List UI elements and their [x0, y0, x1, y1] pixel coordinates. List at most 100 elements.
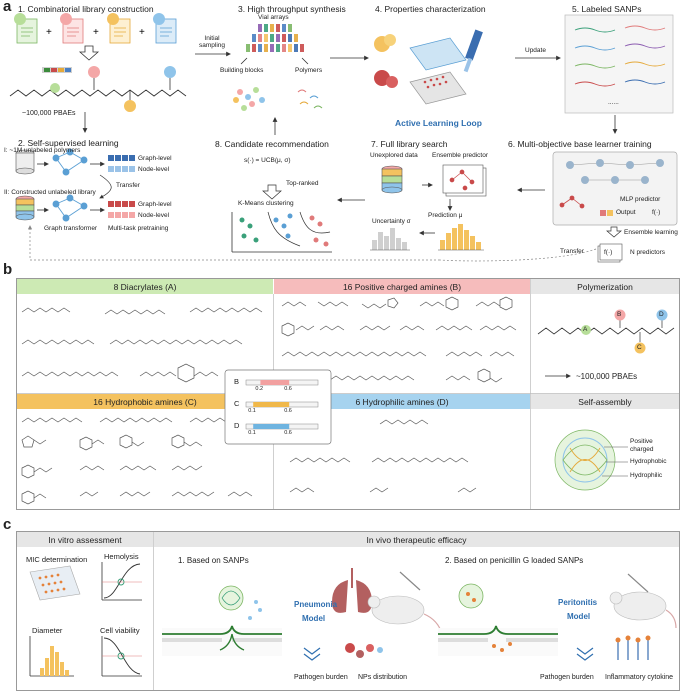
- step2-node-level-b: Node-level: [138, 212, 170, 219]
- step2-title: 2. Self-supervised learning: [18, 138, 119, 148]
- step7-ensemble: Ensemble predictor: [432, 152, 488, 159]
- mouse-icon-1: [367, 571, 443, 635]
- ratio-bar-high: 0.6: [284, 386, 292, 392]
- step2-graph-level: Graph-level: [138, 155, 172, 162]
- step6-npred: N predictors: [630, 249, 666, 256]
- step8-kmeans: K-Means clustering: [238, 200, 294, 207]
- ratio-bar-high: 0.6: [284, 430, 292, 436]
- sanp-particle-1: [218, 585, 244, 611]
- building-blocks-dots: [233, 87, 265, 111]
- membrane-2: [438, 625, 558, 656]
- panel-c-frame: [16, 531, 680, 691]
- step6-f2: f(·): [604, 249, 613, 256]
- step3-title: 3. High throughput synthesis: [238, 4, 346, 14]
- cell-viability-label: Cell viability: [100, 626, 140, 635]
- in-vitro-header: In vitro assessment: [17, 532, 153, 547]
- unexplored-database-icon: [381, 165, 403, 194]
- self-assembly-diagram: [554, 429, 628, 491]
- ratio-bar-high: 0.6: [284, 408, 292, 414]
- doc-b-icon: [62, 18, 84, 44]
- mic-plate: [29, 565, 81, 601]
- diameter-label: Diameter: [32, 626, 63, 635]
- svg-text:+: +: [93, 27, 99, 38]
- ratio-bar-fill: [253, 424, 290, 429]
- step2-line1: I: ~1M unlabeled polymers: [4, 147, 81, 154]
- pneumonia-model-label: Model: [302, 614, 326, 623]
- ratio-bar-low: 0.1: [248, 430, 256, 436]
- step6-mlp: MLP predictor: [620, 196, 661, 203]
- positive-amines-header: 16 Positive charged amines (B): [274, 279, 530, 294]
- panel-label-b: b: [3, 261, 13, 278]
- doc-c-icon: [109, 18, 131, 44]
- step7-title: 7. Full library search: [371, 139, 448, 149]
- step7-unexplored: Unexplored data: [370, 152, 418, 159]
- in-vivo-header: In vivo therapeutic efficacy: [154, 532, 679, 547]
- database-icon-2: [15, 195, 35, 221]
- ratio-bar-label: D: [234, 421, 240, 430]
- step2-multitask: Multi-task pretraining: [108, 225, 169, 232]
- poly-label-d: D: [659, 311, 664, 318]
- step2-line2: II: Constructed unlabeled library: [4, 189, 96, 196]
- prediction-bars: [440, 224, 481, 250]
- step6-ensemble: Ensemble learning: [624, 229, 678, 236]
- step2-transfer: Transfer: [116, 182, 140, 189]
- hydrophobic-amines-header: 16 Hydrophobic amines (C): [17, 394, 273, 409]
- svg-text:+: +: [46, 27, 52, 38]
- pathogen-burden-2: Pathogen burden: [540, 674, 594, 681]
- poly-label-a: A: [583, 326, 588, 333]
- step1-title: 1. Combinatorial library construction: [18, 4, 154, 14]
- step2-graph-transformer: Graph transformer: [44, 225, 98, 232]
- step3-building-blocks: Building blocks: [220, 67, 264, 74]
- pneumonia-label: Pneumonia: [294, 600, 338, 609]
- membrane-1: [162, 600, 282, 656]
- positive-amine-structures: [281, 296, 517, 383]
- step6-f: f(·): [652, 209, 661, 216]
- lungs-icon: [332, 568, 372, 613]
- panel-b-frame: [16, 278, 680, 510]
- organ-icons-1: [345, 643, 383, 658]
- ratio-bar-low: 0.1: [248, 408, 256, 414]
- poly-label-b: B: [617, 311, 622, 318]
- diacrylates-header: 8 Diacrylates (A): [17, 279, 273, 294]
- panel-label-a: a: [3, 0, 12, 15]
- cytokine-icons: [615, 635, 651, 660]
- step3-polymers: Polymers: [295, 67, 323, 74]
- step8-title: 8. Candidate recommendation: [215, 139, 329, 149]
- initial-sampling: Initial sampling: [199, 35, 226, 49]
- nps-distribution: NPs distribution: [358, 674, 408, 681]
- svg-text:+: +: [139, 27, 145, 38]
- ratio-bars: [245, 379, 319, 430]
- hydrophilic-amine-structures: [289, 419, 477, 493]
- sa-hydrophobic: Hydrophobic: [630, 458, 667, 465]
- inflammatory-cytokine: Inflammatory cytokine: [605, 674, 674, 681]
- mouse-icon-2: [609, 573, 677, 629]
- sa-positive: Positive charged: [630, 438, 654, 453]
- update-label: Update: [525, 47, 546, 54]
- doc-a-icon: [16, 18, 38, 44]
- poly-label-c: C: [637, 344, 642, 351]
- uncertainty-bars: [372, 228, 407, 250]
- ratio-bar-fill: [253, 402, 290, 407]
- labeled-sanps-lines: [574, 25, 666, 87]
- polymers-squiggles: [297, 89, 323, 109]
- polymerization-diagram: [537, 309, 675, 379]
- doc-d-icon: [155, 18, 177, 44]
- hemolysis-label: Hemolysis: [104, 552, 139, 561]
- ratio-bar-low: 0.2: [255, 386, 264, 392]
- step7-prediction: Prediction μ: [428, 212, 463, 219]
- ratio-bar-fill: [260, 380, 290, 385]
- step5-title: 5. Labeled SANPs: [572, 4, 642, 14]
- hemolysis-plot: [101, 562, 142, 601]
- active-learning-loop: Active Learning Loop: [395, 118, 482, 128]
- characterization-icons: [374, 29, 483, 105]
- step5-dots: ......: [608, 99, 619, 106]
- step1-count: ~100,000 PBAEs: [22, 110, 76, 117]
- step7-uncertainty: Uncertainty σ: [372, 218, 411, 225]
- kmeans-plot: [231, 211, 332, 253]
- step6-output: Output: [616, 209, 636, 216]
- based-penicillin: 2. Based on penicillin G loaded SANPs: [445, 556, 584, 565]
- ratio-bar-label: B: [234, 377, 240, 386]
